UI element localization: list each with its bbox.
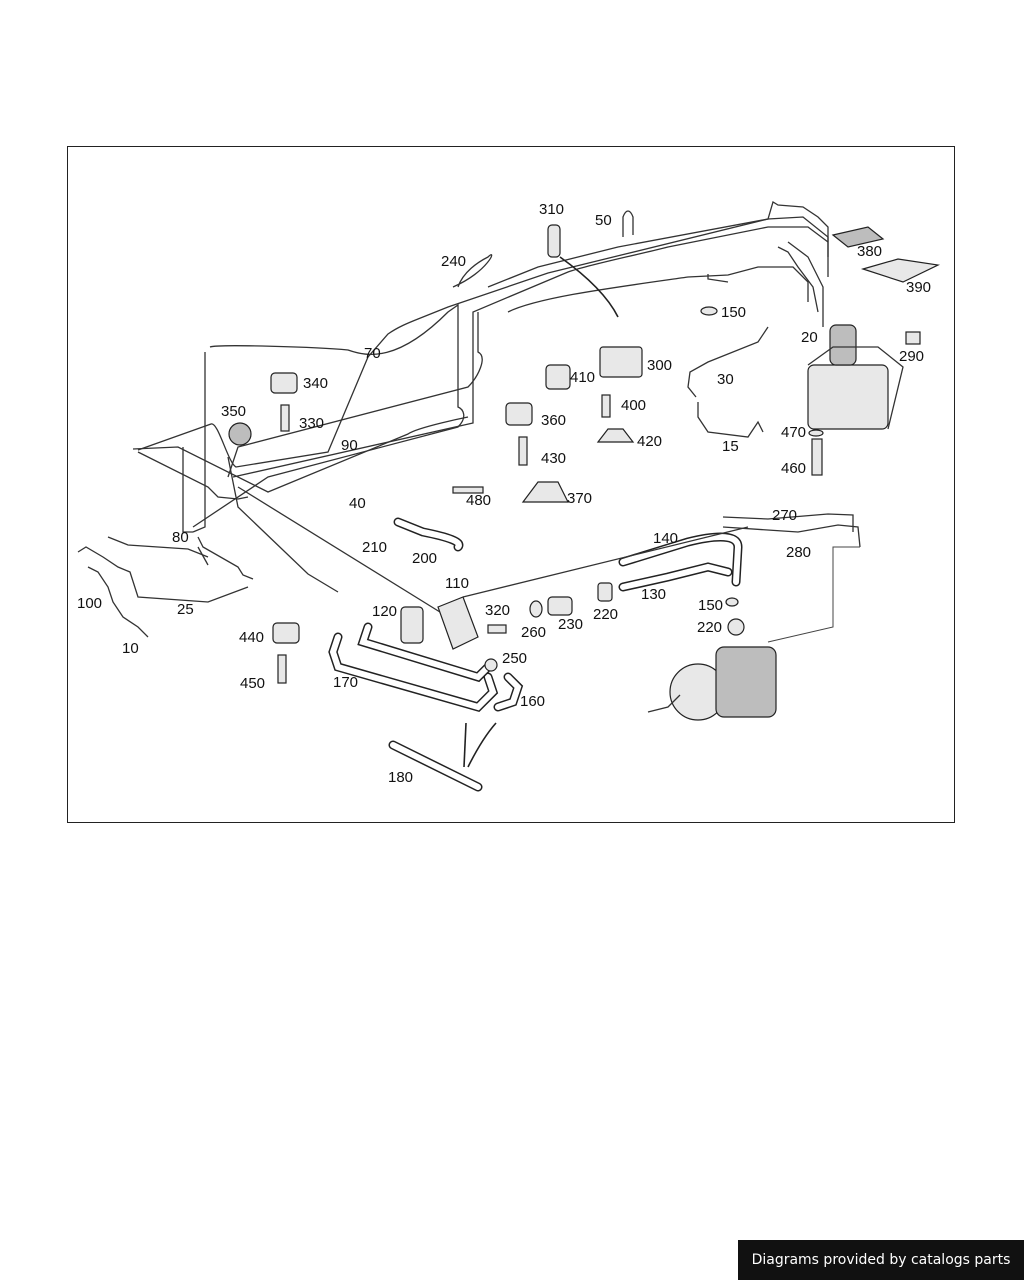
grommet-410 [545, 364, 571, 390]
callout-140: 140 [653, 530, 678, 547]
bolt-400 [601, 394, 611, 418]
bracket-110 [437, 596, 479, 650]
callout-310: 310 [539, 201, 564, 218]
callout-150-bottom: 150 [698, 597, 723, 614]
vacuum-hoses [328, 517, 743, 792]
callout-270: 270 [772, 507, 797, 524]
callout-180: 180 [388, 769, 413, 786]
callout-390: 390 [906, 279, 931, 296]
bolt-430 [518, 436, 528, 466]
grommet-440 [272, 622, 300, 644]
callout-120: 120 [372, 603, 397, 620]
callout-320: 320 [485, 602, 510, 619]
gasket-120 [400, 606, 424, 644]
callout-80: 80 [172, 529, 189, 546]
callout-20: 20 [801, 329, 818, 346]
bracket-370 [521, 481, 569, 503]
callout-380: 380 [857, 243, 882, 260]
callout-25: 25 [177, 601, 194, 618]
clamp-220 [597, 582, 613, 602]
leader-arrows [463, 256, 619, 768]
pad-380 [831, 226, 885, 248]
clamp-300 [599, 346, 643, 378]
callout-40: 40 [349, 495, 366, 512]
line-25-100-10 [77, 546, 249, 638]
clip-310 [547, 224, 561, 258]
parts-diagram-frame: 310 50 380 240 390 150 20 70 300 290 340… [67, 146, 955, 823]
brake-line-bundle [107, 201, 829, 618]
seal-260 [529, 600, 543, 618]
callout-260: 260 [521, 624, 546, 641]
parts-group [228, 224, 941, 684]
cable-tie-240 [452, 254, 493, 288]
callout-220-right: 220 [697, 619, 722, 636]
callout-15: 15 [722, 438, 739, 455]
callout-160: 160 [520, 693, 545, 710]
callout-430: 430 [541, 450, 566, 467]
callout-420: 420 [637, 433, 662, 450]
seal-470 [808, 429, 824, 437]
line-15-30 [687, 326, 769, 438]
callout-110: 110 [445, 575, 469, 592]
fitting-460 [811, 438, 823, 476]
grommet-360 [505, 402, 533, 426]
front-lines [622, 210, 824, 327]
callout-350: 350 [221, 403, 246, 420]
callout-300: 300 [647, 357, 672, 374]
callout-470: 470 [781, 424, 806, 441]
callout-210: 210 [362, 539, 387, 556]
callout-370: 370 [567, 490, 592, 507]
cap-290 [905, 331, 921, 345]
callout-labels: 310 50 380 240 390 150 20 70 300 290 340… [77, 201, 931, 786]
callout-10: 10 [122, 640, 139, 657]
callout-480: 480 [466, 492, 491, 509]
valve-230 [547, 596, 573, 616]
callout-460: 460 [781, 460, 806, 477]
cap-220 [727, 618, 745, 636]
grommet-340 [270, 372, 298, 394]
callout-30: 30 [717, 371, 734, 388]
callout-50: 50 [595, 212, 612, 229]
callout-400: 400 [621, 397, 646, 414]
callout-410: 410 [570, 369, 595, 386]
callout-450: 450 [240, 675, 265, 692]
abs-unit-block [807, 364, 889, 430]
clip-420 [596, 428, 635, 443]
bolt-330 [280, 404, 290, 432]
pad-390 [860, 258, 941, 283]
callout-70: 70 [364, 345, 381, 362]
bolt-450 [277, 654, 287, 684]
washer-250 [484, 658, 498, 672]
callout-280: 280 [786, 544, 811, 561]
callout-130: 130 [641, 586, 666, 603]
plug-350 [228, 422, 252, 446]
callout-330: 330 [299, 415, 324, 432]
callout-240: 240 [441, 253, 466, 270]
callout-170: 170 [333, 674, 358, 691]
callout-290: 290 [899, 348, 924, 365]
master-cylinder [715, 646, 777, 718]
callout-250: 250 [502, 650, 527, 667]
callout-230: 230 [558, 616, 583, 633]
seal-150-top [700, 306, 718, 316]
credit-banner: Diagrams provided by catalogs parts [738, 1240, 1024, 1280]
sleeve-480 [452, 486, 484, 494]
callout-90: 90 [341, 437, 358, 454]
seal-150-bottom [725, 597, 739, 607]
callout-220-left: 220 [593, 606, 618, 623]
callout-150-top: 150 [721, 304, 746, 321]
callout-100: 100 [77, 595, 102, 612]
callout-360: 360 [541, 412, 566, 429]
line-270-280 [722, 513, 861, 643]
callout-440: 440 [239, 629, 264, 646]
fluid-reservoir [829, 324, 857, 366]
hydraulic-unit [807, 324, 904, 430]
callout-200: 200 [412, 550, 437, 567]
parts-diagram: 310 50 380 240 390 150 20 70 300 290 340… [77, 201, 941, 792]
valve-bracket [400, 526, 749, 672]
bolt-320 [487, 624, 507, 634]
credit-text: Diagrams provided by catalogs parts [751, 1252, 1011, 1268]
brake-booster [647, 618, 777, 721]
callout-340: 340 [303, 375, 328, 392]
